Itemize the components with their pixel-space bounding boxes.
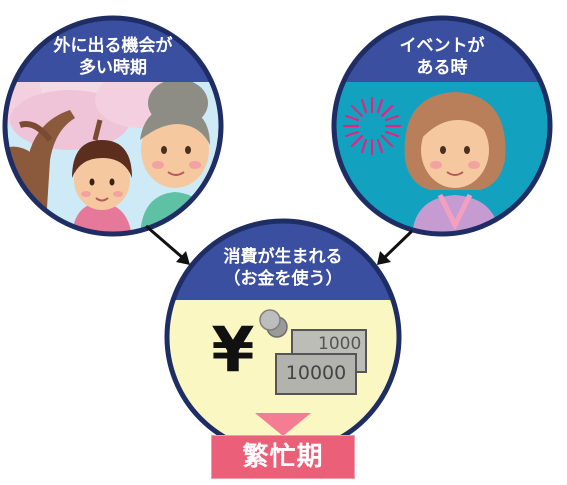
busy-season-label-box: 繁忙期	[211, 435, 355, 479]
woman-figure	[140, 73, 214, 234]
woman-in-yukata-figure	[404, 92, 506, 234]
banknote-10000-icon	[275, 353, 357, 395]
banknote-10000-label: 10000	[285, 362, 347, 384]
right-circle	[331, 15, 553, 237]
right-circle-title: イベントが ある時	[352, 35, 532, 79]
yen-symbol: ¥	[211, 313, 255, 386]
banknote-1000-label: 1000	[318, 334, 362, 354]
center-title-line2: （お金を使う）	[223, 269, 343, 289]
arrow-left-to-center	[145, 224, 190, 265]
child-figure	[72, 140, 132, 234]
center-title-line1: 消費が生まれる	[223, 247, 343, 267]
left-title-line2: 多い時期	[79, 58, 147, 78]
right-title-line1: イベントが	[399, 36, 485, 56]
fireworks-icon	[342, 96, 402, 156]
busy-season-label: 繁忙期	[242, 442, 324, 472]
coins-icon	[259, 309, 288, 338]
arrow-right-to-center	[377, 229, 414, 265]
left-circle-title: 外に出る機会が 多い時期	[23, 35, 203, 79]
center-circle-title: 消費が生まれる （お金を使う）	[193, 246, 373, 290]
left-title-line1: 外に出る機会が	[53, 36, 173, 56]
right-title-line2: ある時	[416, 58, 468, 78]
down-arrow-icon	[255, 413, 311, 436]
